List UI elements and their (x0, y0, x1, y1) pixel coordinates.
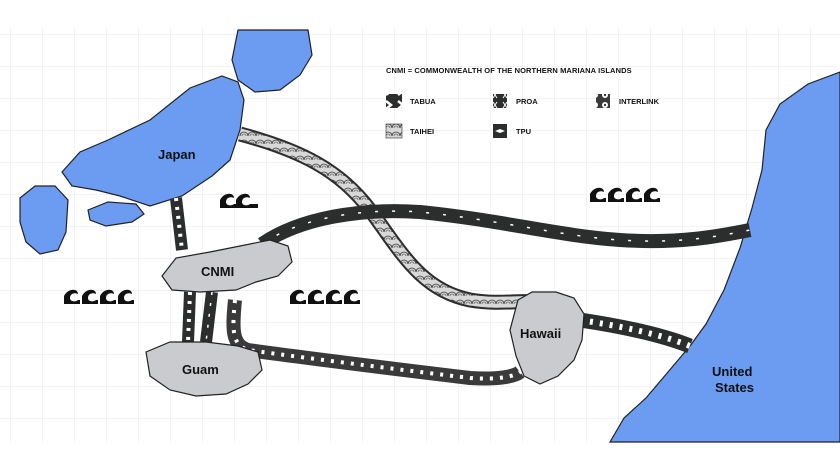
wave-icon (290, 289, 360, 304)
landmass-west-island (19, 185, 69, 255)
cable-proa-cnmi-guam (182, 291, 196, 343)
legend-title: CNMI = COMMONWEALTH OF THE NORTHERN MARI… (386, 66, 632, 75)
landmass-united-states (608, 71, 840, 443)
legend-label-tpu: TPU (516, 127, 531, 136)
island-guam (145, 341, 263, 397)
proa-pattern-icon (493, 94, 507, 108)
wave-icon (64, 289, 134, 304)
cable-tpu-cnmi-guam (200, 291, 218, 343)
legend: CNMI = COMMONWEALTH OF THE NORTHERN MARI… (385, 66, 660, 139)
legend-label-interlink: INTERLINK (619, 97, 660, 106)
legend-label-proa: PROA (516, 97, 538, 106)
label-japan: Japan (158, 147, 196, 162)
label-cnmi: CNMI (201, 264, 234, 279)
landmass-north-island (231, 29, 313, 93)
island-hawaii (509, 291, 585, 385)
wave-icon (220, 193, 258, 208)
cable-proa (170, 197, 188, 251)
landmass-small-island (87, 201, 145, 227)
label-guam: Guam (182, 362, 219, 377)
landmass-japan (61, 75, 245, 207)
label-states: States (715, 380, 754, 395)
tabua-pattern-icon (386, 94, 402, 108)
label-hawaii: Hawaii (520, 326, 561, 341)
island-cnmi (161, 239, 293, 293)
cable-tpu (258, 204, 752, 250)
taihei-pattern-icon (385, 123, 403, 139)
interlink-pattern-icon (596, 94, 610, 108)
label-united: United (712, 364, 753, 379)
legend-label-taihei: TAIHEI (410, 127, 434, 136)
wave-icon (590, 187, 660, 202)
legend-label-tabua: TABUA (410, 97, 436, 106)
